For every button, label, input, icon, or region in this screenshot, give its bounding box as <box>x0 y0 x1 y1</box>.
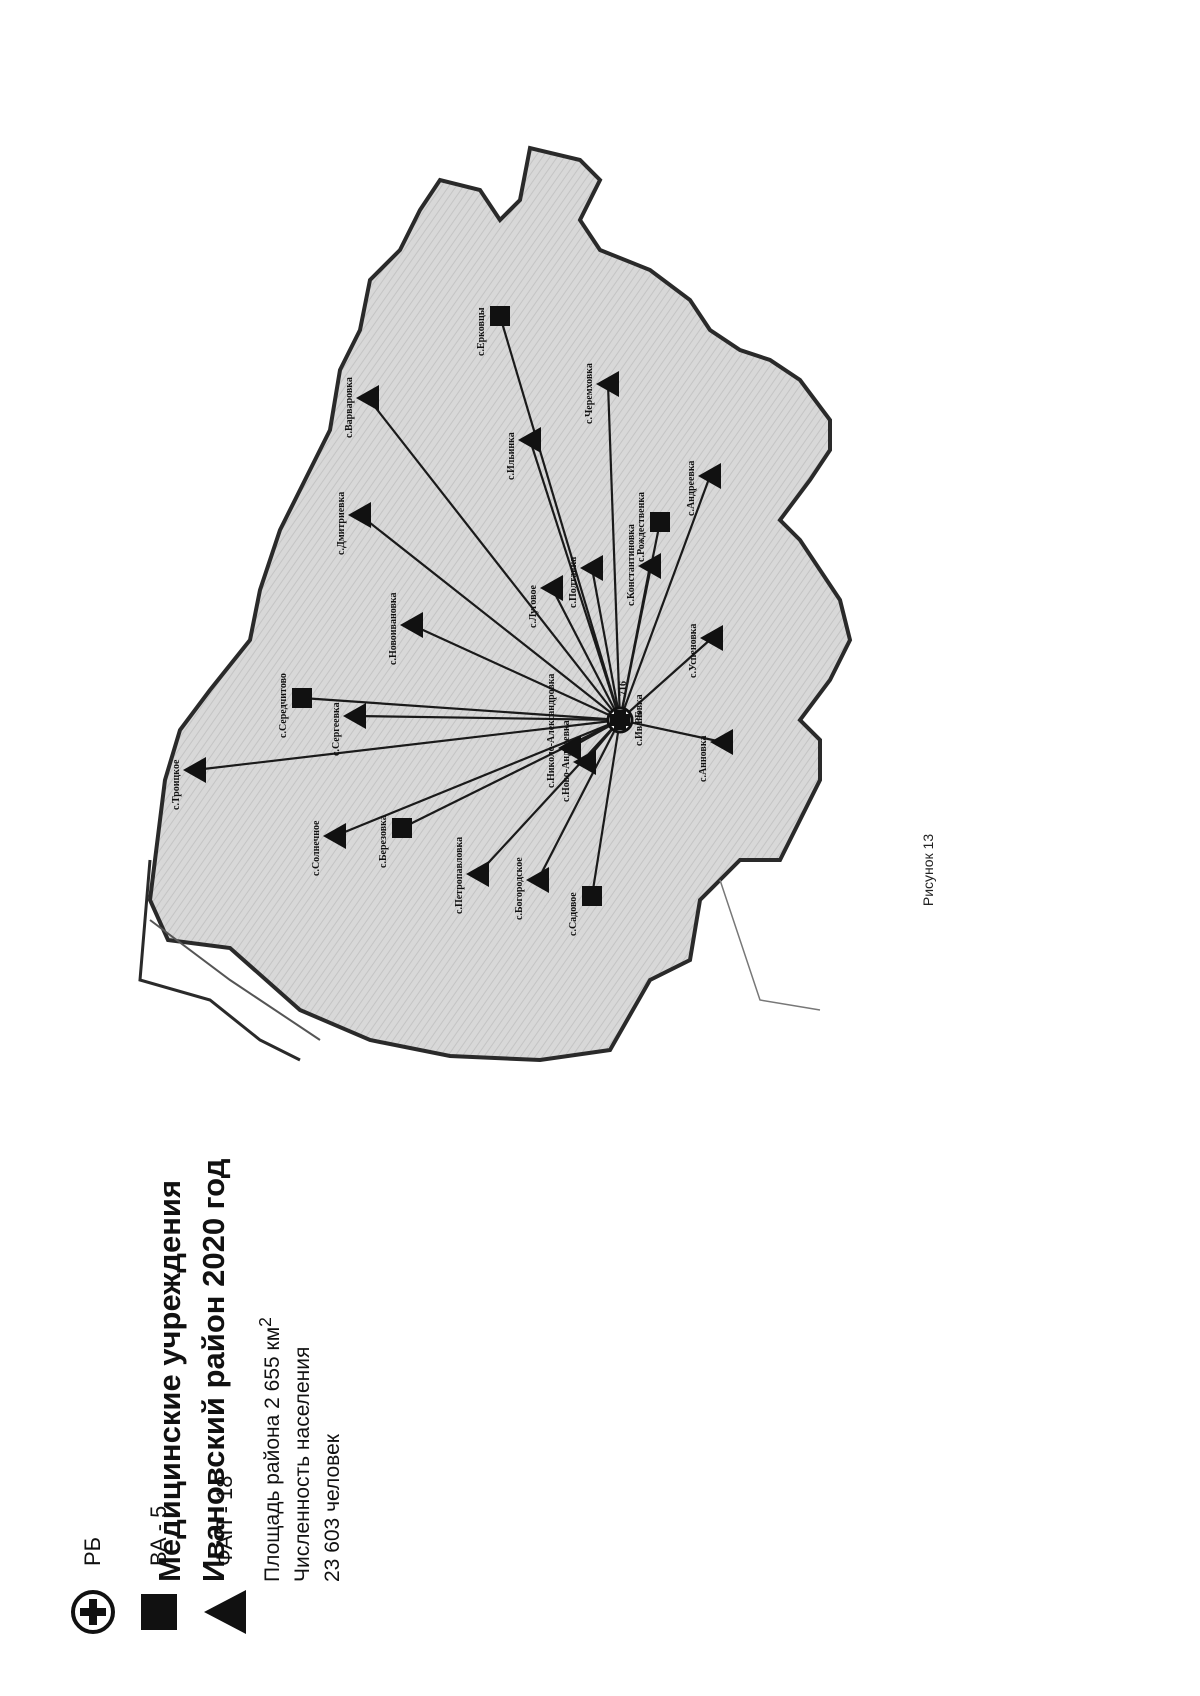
legend-item-va: ВА - 5 <box>126 1280 192 1640</box>
connection-line <box>411 623 621 722</box>
hub-tag: РБ <box>634 711 645 724</box>
hub-label: с.Ивановка <box>634 694 645 746</box>
settlement-label: с.Ерковцы <box>476 307 487 356</box>
settlement-label: с.Успеновка <box>688 624 699 678</box>
fap-marker <box>323 823 346 849</box>
va-marker <box>392 818 412 838</box>
fap-marker <box>348 502 371 528</box>
area-unit-sup: 2 <box>255 1317 275 1327</box>
fap-marker <box>400 612 423 638</box>
connection-line <box>619 637 713 721</box>
legend: РБ ВА - 5 ФАП - 18 <box>60 1280 258 1640</box>
district-boundary <box>147 145 853 1063</box>
legend-label-rb: РБ <box>80 1536 105 1566</box>
settlement-label: с.Новоивановка <box>388 593 399 666</box>
facility-markers: с.Троицкое с.Солнечное с.Березовка с.Петроп… <box>171 306 733 936</box>
connection-line <box>401 719 621 829</box>
connection-line <box>551 587 621 721</box>
settlement-label: с.Варваровка <box>344 377 355 438</box>
fap-marker <box>580 555 603 581</box>
legend-item-rb: РБ <box>60 1280 126 1640</box>
fap-marker <box>698 463 721 489</box>
connection-line <box>606 383 622 721</box>
population-value: 23 603 человек <box>321 1434 344 1582</box>
fap-marker <box>518 427 541 453</box>
connection-line <box>537 719 621 881</box>
fap-marker <box>526 867 549 893</box>
settlement-label: с.Ильинка <box>506 432 517 480</box>
connection-line <box>367 397 621 721</box>
connection-line <box>359 514 621 721</box>
settlement-label: с.Андреевка <box>686 461 697 516</box>
va-marker <box>650 512 670 532</box>
settlement-label: с.Березовка <box>378 815 389 868</box>
settlement-label: с.Троицкое <box>171 759 182 810</box>
figure-caption: Рисунок 13 <box>920 833 936 907</box>
legend-label-fap: ФАП - 18 <box>212 1475 237 1566</box>
fap-marker <box>638 553 661 579</box>
area-text: Площадь района 2 655 км <box>261 1326 284 1582</box>
connection-line <box>618 521 662 721</box>
red-cross-circle-icon <box>65 1584 121 1640</box>
connection-line <box>590 719 622 897</box>
fap-marker <box>558 735 581 761</box>
settlement-label: с.Рождественка <box>636 492 647 562</box>
hub-marker: с.Ивановка РБ 716 <box>606 681 645 746</box>
neighbour-border <box>138 859 301 1062</box>
settlement-label: с.Садовое <box>568 892 579 936</box>
population-label: Численность населения <box>291 1346 314 1582</box>
settlement-label: с.Середчитово <box>278 673 289 738</box>
triangle-icon <box>197 1584 253 1640</box>
settlement-label: с.Анновка <box>698 736 709 782</box>
connection-line <box>619 718 723 744</box>
connection-line <box>194 718 621 772</box>
settlement-label: с.Богородское <box>514 857 525 920</box>
settlement-label: с.Константиновка <box>626 524 637 606</box>
neighbour-border <box>719 879 821 1011</box>
fap-marker <box>596 371 619 397</box>
connection-line <box>618 475 712 721</box>
legend-item-fap: ФАП - 18 <box>192 1280 258 1640</box>
fap-marker <box>343 703 366 729</box>
fap-marker <box>573 749 596 775</box>
va-marker <box>490 306 510 326</box>
fap-marker <box>356 385 379 411</box>
connection-line <box>590 567 622 721</box>
fap-marker <box>466 861 489 887</box>
va-marker <box>582 886 602 906</box>
connection-line <box>334 718 621 838</box>
fap-marker <box>540 575 563 601</box>
settlement-label: с.Полтавка <box>568 557 579 608</box>
settlement-label: с.Солнечное <box>311 820 322 876</box>
settlement-label: с.Ново-Андреевка <box>561 720 572 802</box>
square-icon <box>131 1584 187 1640</box>
connection-line <box>498 315 622 721</box>
connection-line <box>354 714 621 722</box>
hub-code: 716 <box>618 681 629 696</box>
va-marker <box>292 688 312 708</box>
settlement-label: с.Дмитриевка <box>336 492 347 555</box>
fap-marker <box>700 625 723 651</box>
fap-marker <box>183 757 206 783</box>
connection-line <box>301 696 621 722</box>
settlement-label: с.Николо-Александровка <box>546 674 557 788</box>
fap-marker <box>710 729 733 755</box>
settlement-label: с.Сергеевка <box>331 702 342 756</box>
settlement-label: с.Черемховка <box>584 363 595 424</box>
connection-line <box>477 719 621 875</box>
neighbour-border <box>149 919 321 1041</box>
settlement-label: с.Петропавловка <box>454 837 465 914</box>
settlement-label: с.Луговое <box>528 584 539 628</box>
legend-label-va: ВА - 5 <box>146 1505 171 1566</box>
